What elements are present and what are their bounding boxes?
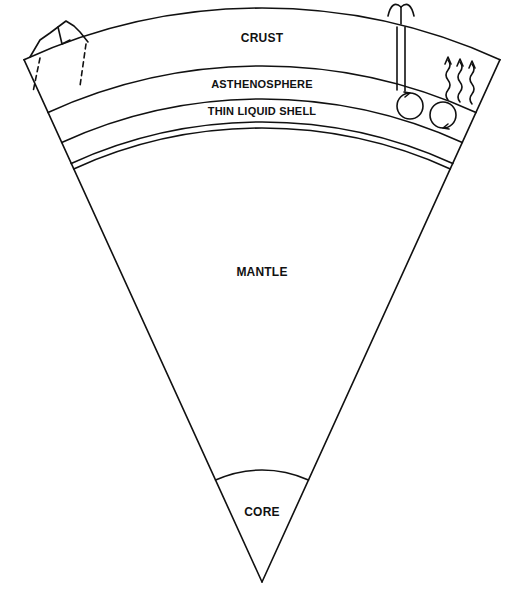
- layer-boundary: [62, 99, 463, 142]
- uplift-line: [470, 64, 474, 104]
- volcano-pipe: [404, 27, 406, 91]
- layer-label: MANTLE: [233, 264, 290, 280]
- mountain: [30, 21, 88, 57]
- layer-boundary: [74, 128, 451, 169]
- layer-label: CORE: [241, 504, 282, 520]
- mountain-root: [80, 44, 86, 86]
- convection-arrow: [443, 124, 449, 129]
- eruption: [401, 4, 414, 16]
- volcano-pipe: [396, 27, 398, 90]
- convection-cell: [430, 102, 456, 128]
- eruption: [388, 4, 401, 16]
- uplift-line: [446, 60, 450, 100]
- core-boundary: [216, 470, 309, 480]
- mountain-face: [58, 27, 70, 44]
- layer-name: CRUST: [241, 31, 283, 45]
- uplift-line: [458, 62, 462, 102]
- layer-name: ASTHENOSPHERE: [211, 78, 313, 90]
- layer-label: ASTHENOSPHERE: [208, 77, 316, 91]
- mountain-root: [33, 58, 40, 92]
- convection-arrow: [404, 92, 410, 97]
- layer-label: CRUST: [238, 30, 286, 46]
- layer-name: THIN LIQUID SHELL: [208, 105, 317, 117]
- uplift-arrow: [445, 57, 451, 64]
- eruption: [400, 7, 402, 24]
- uplift-arrow: [457, 59, 463, 66]
- surface-arc: [24, 8, 500, 60]
- layer-name: MANTLE: [236, 265, 287, 279]
- uplift-arrow: [469, 61, 475, 68]
- convection-cell: [397, 93, 423, 119]
- layer-name: CORE: [244, 505, 279, 519]
- layer-label: THIN LIQUID SHELL: [205, 104, 320, 118]
